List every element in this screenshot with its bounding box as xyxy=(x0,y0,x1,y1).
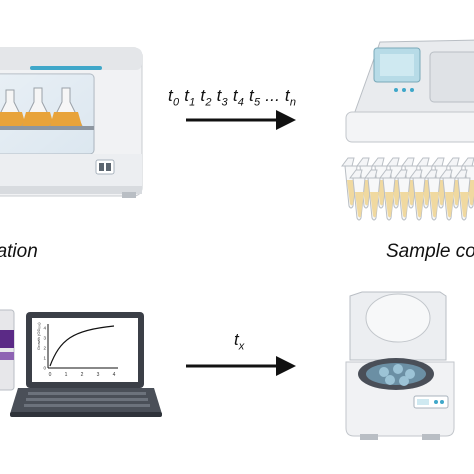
chart-x-tick: 1 xyxy=(65,372,68,378)
laptop-screen xyxy=(32,318,138,382)
timepoints-label: t0 t1 t2 t3 t4 t5 ... tn xyxy=(168,86,296,108)
power-switch-icon xyxy=(95,159,115,175)
growth-curve-chart: Growth (OD₆₀₀) 0 1 2 3 4 0 1 2 3 4 xyxy=(36,322,118,378)
chart-y-tick: 0 xyxy=(43,366,46,371)
flask-icon xyxy=(49,87,83,127)
sample-tube-icon xyxy=(439,169,456,221)
incubator-indicator xyxy=(30,66,102,70)
timepoint-ellipsis: ... xyxy=(265,86,285,105)
timepoint-0: t0 xyxy=(168,86,180,109)
sample-tubes xyxy=(341,157,474,221)
chart-y-tick: 3 xyxy=(43,336,46,341)
flask-icon xyxy=(21,87,55,127)
chart-x-tick: 2 xyxy=(81,372,84,378)
sample-tube-icon xyxy=(409,169,426,221)
chart-ylabel: Growth (OD₆₀₀) xyxy=(36,322,41,350)
centrifuge xyxy=(345,291,455,440)
sample-tube-icon xyxy=(364,169,381,221)
flask-icon xyxy=(0,89,27,127)
sample-tube-icon xyxy=(454,169,471,221)
chart-y-tick: 4 xyxy=(43,326,46,331)
chart-x-tick: 4 xyxy=(113,372,116,378)
timepoint-arrow xyxy=(186,110,296,130)
incubator-shaker xyxy=(0,47,143,198)
sample-tube-icon xyxy=(394,169,411,221)
centrifuge-arrow xyxy=(186,356,296,376)
plate-reader xyxy=(0,309,15,391)
timepoint-4: t4 xyxy=(232,86,245,109)
chart-x-tick: 0 xyxy=(49,372,52,378)
chart-x-tick: 3 xyxy=(97,372,100,378)
centrifuge-time-label: tx xyxy=(234,330,245,353)
chart-y-tick: 1 xyxy=(43,356,46,361)
incubation-label: bation xyxy=(0,241,38,262)
chart-y-tick: 2 xyxy=(43,346,46,351)
timepoint-3: t3 xyxy=(216,86,228,109)
timepoint-1: t1 xyxy=(184,86,196,109)
timepoint-5: t5 xyxy=(249,86,261,109)
spectrophotometer xyxy=(345,39,474,143)
sample-tube-icon xyxy=(379,169,396,221)
sample-tube-icon xyxy=(349,169,366,221)
sample-collection-label: Sample co xyxy=(386,241,474,262)
laptop: Growth (OD₆₀₀) 0 1 2 3 4 0 1 2 3 4 xyxy=(10,312,162,417)
timepoint-2: t2 xyxy=(200,86,212,109)
timepoint-last: tn xyxy=(284,86,297,109)
growth-curve xyxy=(49,325,115,367)
sample-tube-icon xyxy=(424,169,441,221)
keyboard xyxy=(24,392,150,407)
